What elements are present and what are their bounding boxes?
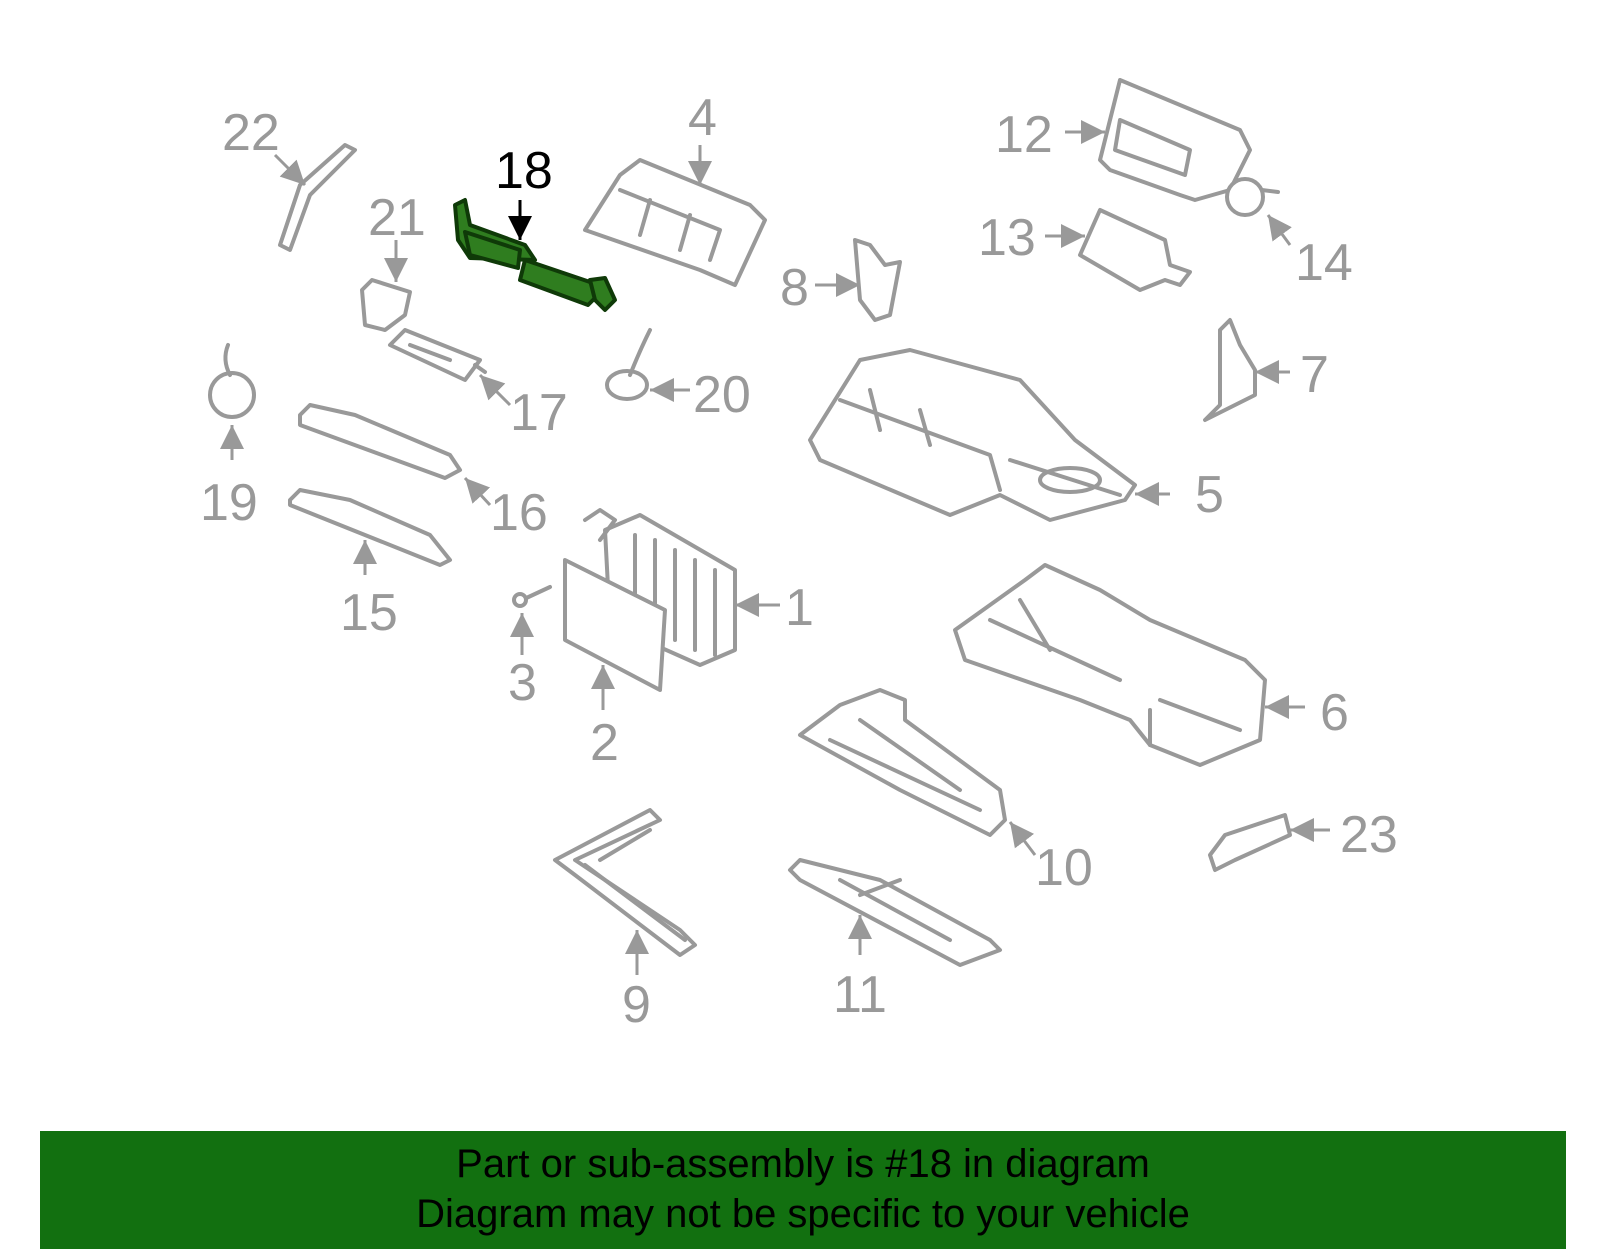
callout-7: 7 [1300,346,1329,404]
part-7-bracket [1203,318,1257,422]
part-18-door-highlighted [453,198,617,312]
part-9-heater-core [553,808,697,957]
callout-2: 2 [590,714,619,772]
part-6-lower-case [953,563,1267,767]
part-2-cover [563,558,667,692]
part-19-actuator [208,343,256,419]
part-21-clip [360,278,412,332]
part-22-bracket [278,143,357,252]
banner-line-part-reference: Part or sub-assembly is #18 in diagram [456,1142,1150,1186]
parts-diagram: 1 2 3 4 5 6 7 8 9 10 11 12 13 14 15 16 1… [200,78,1398,1034]
callout-6: 6 [1320,684,1349,742]
part-11-panel [788,858,1002,967]
part-4-housing [583,158,767,287]
callout-12: 12 [995,106,1053,164]
callout-9: 9 [622,976,651,1034]
part-17-door [388,328,487,382]
part-3-screw [512,585,552,608]
part-10-panel [798,688,1007,837]
callout-3: 3 [508,654,537,712]
callout-22: 22 [222,104,280,162]
callout-15: 15 [340,584,398,642]
part-13-resistor [1078,208,1192,292]
banner-line-disclaimer: Diagram may not be specific to your vehi… [416,1192,1190,1236]
callout-5: 5 [1195,466,1224,524]
part-5-case [808,348,1137,522]
callout-23: 23 [1340,806,1398,864]
callout-21: 21 [368,189,426,247]
callout-4: 4 [688,89,717,147]
part-8-bracket [853,238,902,322]
callout-8: 8 [780,259,809,317]
part-12-blower-housing [1098,78,1252,202]
callout-1: 1 [785,579,814,637]
callout-20: 20 [693,366,751,424]
callout-10: 10 [1035,839,1093,897]
part-15-door [288,488,452,567]
callout-19: 19 [200,474,258,532]
callout-13: 13 [978,209,1036,267]
part-16-door [298,403,462,480]
part-23-switch [1208,813,1292,872]
callout-16: 16 [490,484,548,542]
part-20-actuator [605,328,652,401]
callout-17: 17 [510,384,568,442]
part-14-motor [1225,177,1280,217]
callout-18: 18 [495,142,553,200]
info-banner: Part or sub-assembly is #18 in diagram D… [40,1131,1566,1249]
callout-11: 11 [833,966,887,1024]
callout-14: 14 [1295,234,1353,292]
